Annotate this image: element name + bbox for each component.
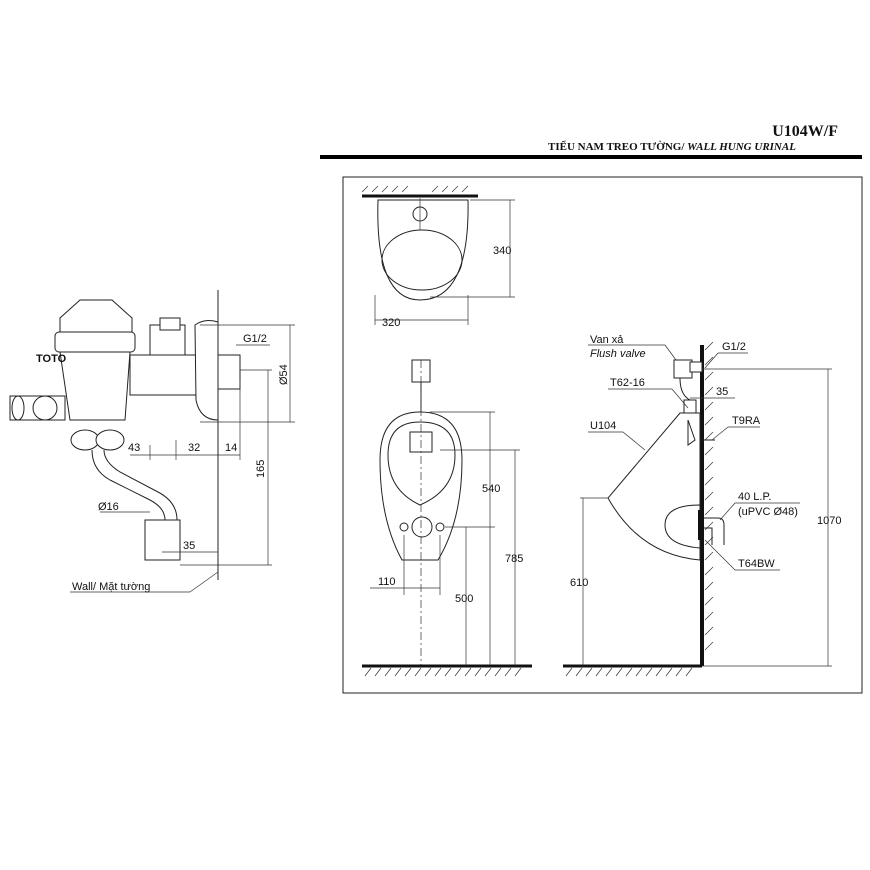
height-610: 610 — [570, 577, 588, 589]
offset-35: 35 — [716, 386, 728, 398]
top-view-depth: 340 — [493, 245, 511, 257]
outlet-label: 40 L.P. — [738, 491, 771, 503]
dim-diameter-54: Ø54 — [278, 364, 290, 385]
side-thread-label: G1/2 — [722, 341, 746, 353]
urinal-front-view: 540 785 110 500 — [362, 359, 532, 677]
dim-165: 165 — [255, 460, 267, 478]
urinal-top-view: 340 320 — [361, 185, 515, 329]
urinal-side-view: Van xả Flush valve G1/2 T62-16 35 U104 T… — [563, 334, 841, 677]
dim-43: 43 — [128, 442, 140, 454]
flush-valve-label-vi: Van xả — [590, 334, 624, 346]
dim-14: 14 — [225, 442, 237, 454]
subtitle: TIỂU NAM TREO TƯỜNG/ WALL HUNG URINAL — [548, 140, 796, 153]
height-1070: 1070 — [817, 515, 841, 527]
flush-valve-label-en: Flush valve — [590, 348, 646, 360]
dim-785: 785 — [505, 553, 523, 565]
trap-label: T64BW — [738, 558, 775, 570]
toto-logo: TOTO — [36, 353, 67, 365]
hanger-label: T9RA — [732, 415, 761, 427]
pipe-label: T62-16 — [610, 377, 645, 389]
valve-thread-label: G1/2 — [243, 333, 267, 345]
urinal-model-label: U104 — [590, 420, 616, 432]
dim-540: 540 — [482, 483, 500, 495]
dim-32: 32 — [188, 442, 200, 454]
drawing-frame — [342, 176, 863, 694]
flush-valve-detail: TOTO 43 32 14 G1/2 Ø54 165 Ø16 35 Wall/ … — [9, 290, 295, 593]
outlet-pipe-label: (uPVC Ø48) — [738, 506, 798, 518]
pipe-diameter-label: Ø16 — [98, 501, 119, 513]
model-number: U104W/F — [772, 123, 838, 140]
top-view-width: 320 — [382, 317, 400, 329]
dim-110: 110 — [378, 576, 396, 588]
wall-label: Wall/ Mặt tường — [72, 581, 150, 593]
header-rule — [320, 155, 862, 159]
dim-500: 500 — [455, 593, 473, 605]
dim-35: 35 — [183, 540, 195, 552]
